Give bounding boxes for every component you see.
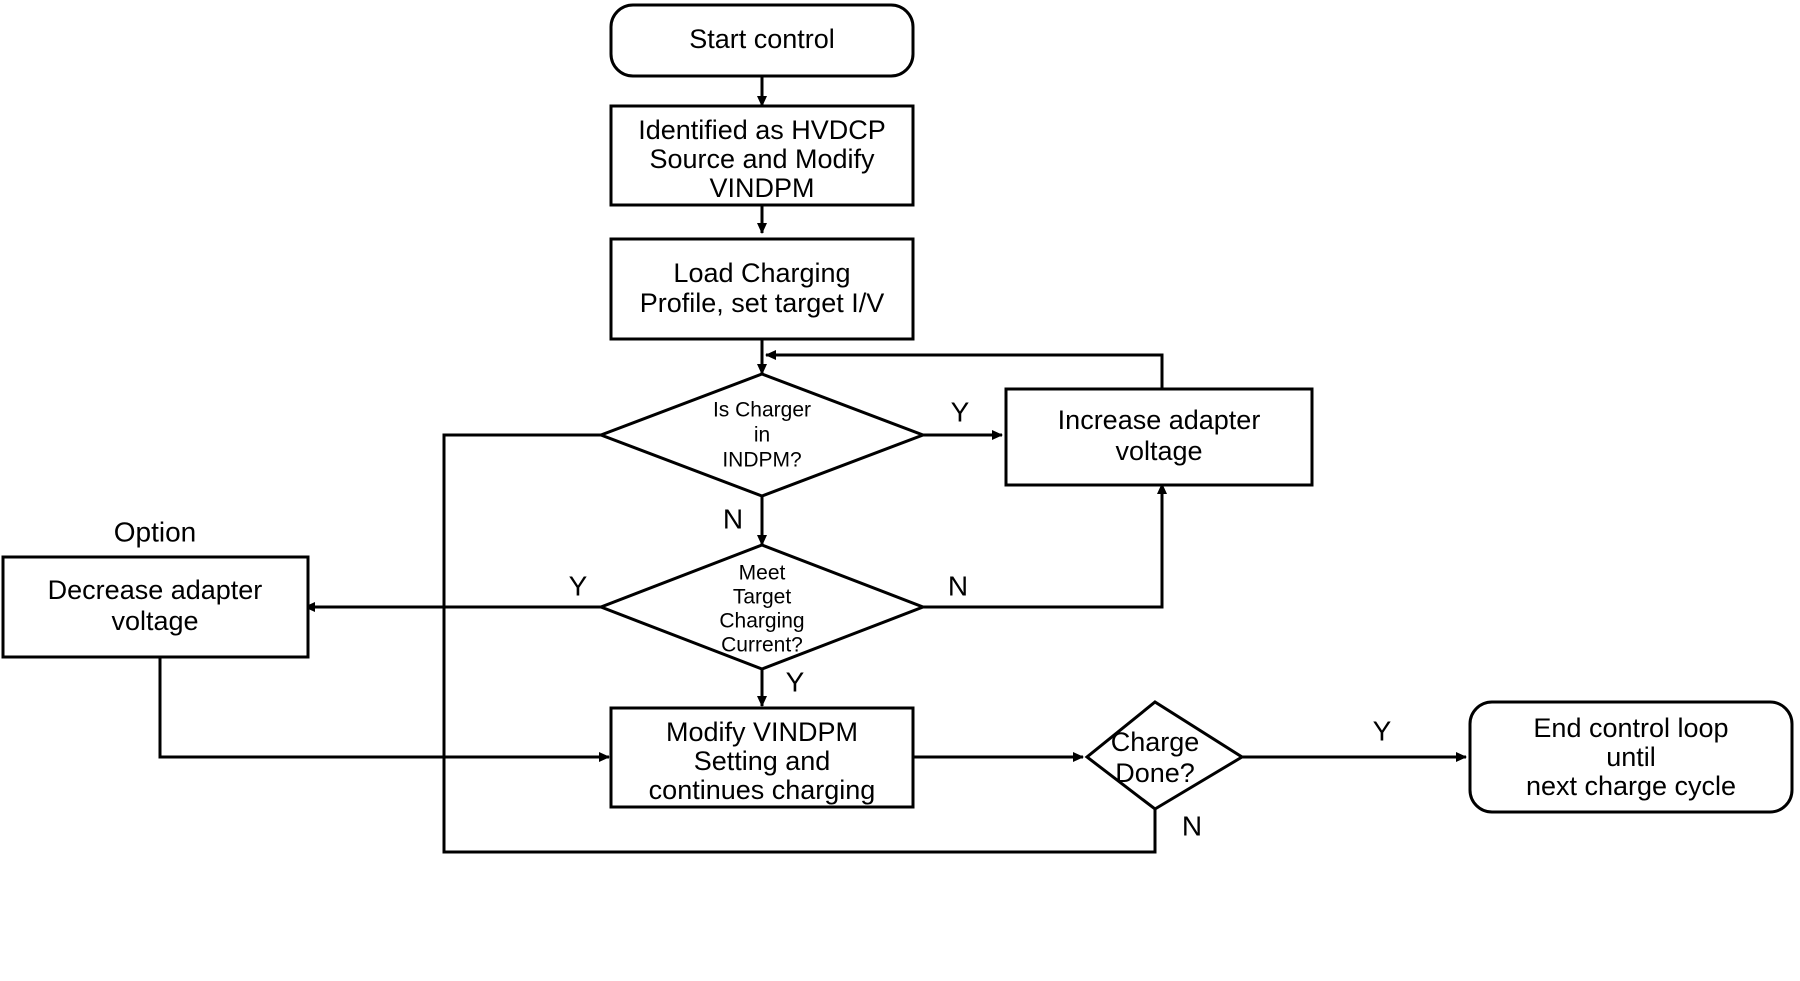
modify-vindpm-shape xyxy=(609,706,915,809)
node-load-charging-profile[interactable]: Load Charging Profile, set target I/V xyxy=(609,237,915,341)
identified-hvdcp-label-line2: Source and Modify xyxy=(649,144,875,174)
edge-label-target-yes-left: Y xyxy=(569,570,588,601)
node-identified-hvdcp[interactable]: Identified as HVDCP Source and Modify VI… xyxy=(609,104,915,207)
meet-target-label-line2: Target xyxy=(733,586,792,609)
meet-target-label-line4: Current? xyxy=(721,634,803,657)
edge-increase-to-loop-top xyxy=(765,350,1164,390)
load-profile-label-line1: Load Charging xyxy=(673,258,850,288)
node-charge-done[interactable]: Charge Done? xyxy=(1084,700,1245,811)
start-control-shape xyxy=(609,3,915,78)
modify-vindpm-label-line3: continues charging xyxy=(649,775,876,805)
start-control-label: Start control xyxy=(689,24,835,54)
increase-adapter-label-line2: voltage xyxy=(1115,436,1202,466)
modify-vindpm-label-line2: Setting and xyxy=(694,746,831,776)
node-end-control-loop[interactable]: End control loop until next charge cycle xyxy=(1468,700,1794,814)
end-loop-label-line2: until xyxy=(1606,742,1656,772)
is-indpm-label-line2: in xyxy=(754,424,770,447)
decrease-adapter-label-line2: voltage xyxy=(111,606,198,636)
load-profile-shape xyxy=(609,237,915,341)
is-indpm-label-line1: Is Charger xyxy=(713,399,811,422)
edge-label-indpm-yes: Y xyxy=(951,396,970,427)
edge-chargedone-no-to-isindpm xyxy=(442,430,1157,854)
option-note-label: Option xyxy=(114,516,197,547)
meet-target-label-line1: Meet xyxy=(739,562,786,585)
identified-hvdcp-label-line1: Identified as HVDCP xyxy=(638,115,886,145)
charge-done-label-line1: Charge xyxy=(1111,727,1200,757)
decrease-adapter-label-line1: Decrease adapter xyxy=(48,575,263,605)
edge-label-target-no-right: N xyxy=(948,570,968,601)
is-indpm-label-line3: INDPM? xyxy=(722,449,801,472)
node-is-charger-in-indpm[interactable]: Is Charger in INDPM? xyxy=(596,372,928,498)
is-indpm-shape xyxy=(596,372,928,498)
node-meet-target-charging-current[interactable]: Meet Target Charging Current? xyxy=(596,543,928,671)
end-loop-label-line1: End control loop xyxy=(1533,713,1728,743)
increase-adapter-label-line1: Increase adapter xyxy=(1058,405,1261,435)
edge-decrease-to-modify xyxy=(158,657,610,762)
node-start-control[interactable]: Start control xyxy=(609,3,915,78)
node-decrease-adapter-voltage[interactable]: Decrease adapter voltage xyxy=(1,555,310,659)
meet-target-shape xyxy=(596,543,928,671)
edge-label-done-no: N xyxy=(1182,810,1202,841)
edge-label-done-yes: Y xyxy=(1373,715,1392,746)
meet-target-label-line3: Charging xyxy=(719,610,804,633)
identified-hvdcp-label-line3: VINDPM xyxy=(709,173,814,203)
decrease-adapter-shape xyxy=(1,555,310,659)
end-loop-label-line3: next charge cycle xyxy=(1526,771,1736,801)
edge-label-target-yes-down: Y xyxy=(786,666,805,697)
charge-done-label-line2: Done? xyxy=(1115,758,1195,788)
node-modify-vindpm-setting[interactable]: Modify VINDPM Setting and continues char… xyxy=(609,706,915,809)
node-increase-adapter-voltage[interactable]: Increase adapter voltage xyxy=(1004,387,1314,487)
charge-done-shape xyxy=(1084,700,1245,811)
edge-label-indpm-no: N xyxy=(723,503,743,534)
load-profile-label-line2: Profile, set target I/V xyxy=(640,288,885,318)
identified-hvdcp-shape xyxy=(609,104,915,207)
modify-vindpm-label-line1: Modify VINDPM xyxy=(666,717,858,747)
increase-adapter-shape xyxy=(1004,387,1314,487)
end-loop-shape xyxy=(1468,700,1794,814)
